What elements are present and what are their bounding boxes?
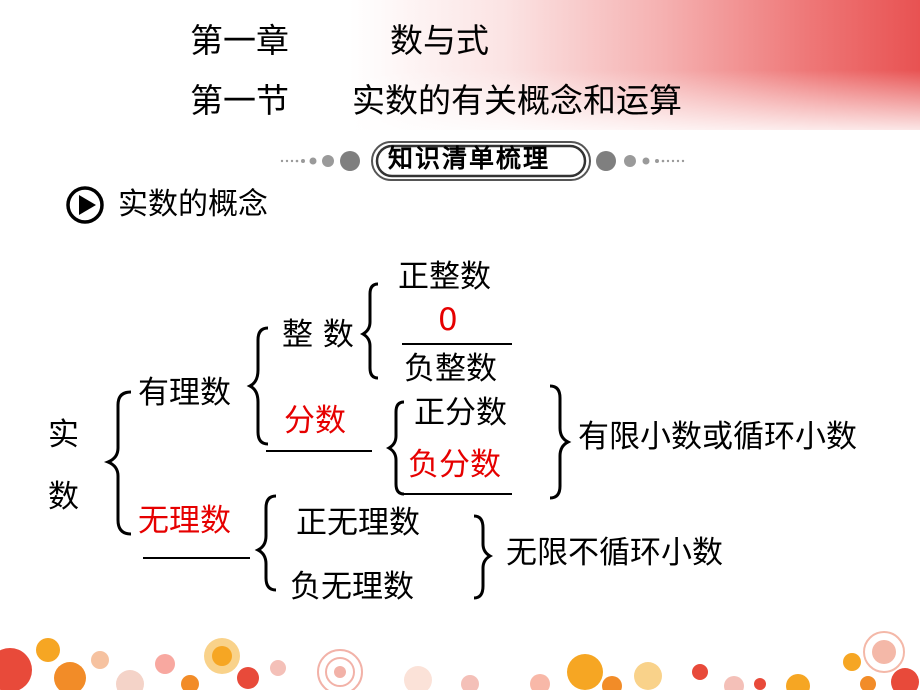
brace-real (103, 390, 132, 536)
decorative-circles (0, 631, 919, 690)
rational-label: 有理数 (138, 375, 231, 411)
header-gradient-fade (0, 70, 920, 140)
fraction-label: 分数 (284, 403, 346, 439)
negative-irrational-label: 负无理数 (290, 569, 414, 605)
chapter-title: 数与式 (390, 21, 489, 60)
brace-rational (246, 326, 269, 446)
banner-left-dots (280, 151, 360, 171)
brace-infinite (473, 514, 494, 600)
irrational-note: 无限不循环小数 (506, 535, 723, 571)
root-char-2: 数 (48, 479, 79, 515)
brace-finite (549, 384, 572, 500)
section-number: 第一节 (190, 81, 289, 120)
banner-right-dots (596, 151, 685, 171)
irrational-label: 无理数 (138, 503, 231, 539)
play-circle-icon (66, 186, 104, 224)
section-title: 实数的有关概念和运算 (352, 81, 682, 120)
topic-label: 实数的概念 (118, 187, 268, 222)
banner-pill-inner (375, 144, 587, 178)
rational-note: 有限小数或循环小数 (578, 419, 857, 455)
chapter-number: 第一章 (190, 21, 289, 60)
brace-integer (359, 282, 379, 380)
root-char-1: 实 (48, 417, 79, 453)
positive-irrational-label: 正无理数 (296, 505, 420, 541)
negative-integer-label: 负整数 (404, 351, 497, 387)
integer-label: 整 数 (282, 317, 354, 353)
banner-label: 知识清单梳理 (388, 144, 551, 173)
brace-fraction (385, 400, 405, 496)
brace-irrational (254, 494, 277, 592)
positive-integer-label: 正整数 (398, 259, 491, 295)
zero-label: 0 (438, 302, 458, 338)
positive-fraction-label: 正分数 (414, 395, 507, 431)
negative-fraction-label: 负分数 (408, 447, 501, 483)
